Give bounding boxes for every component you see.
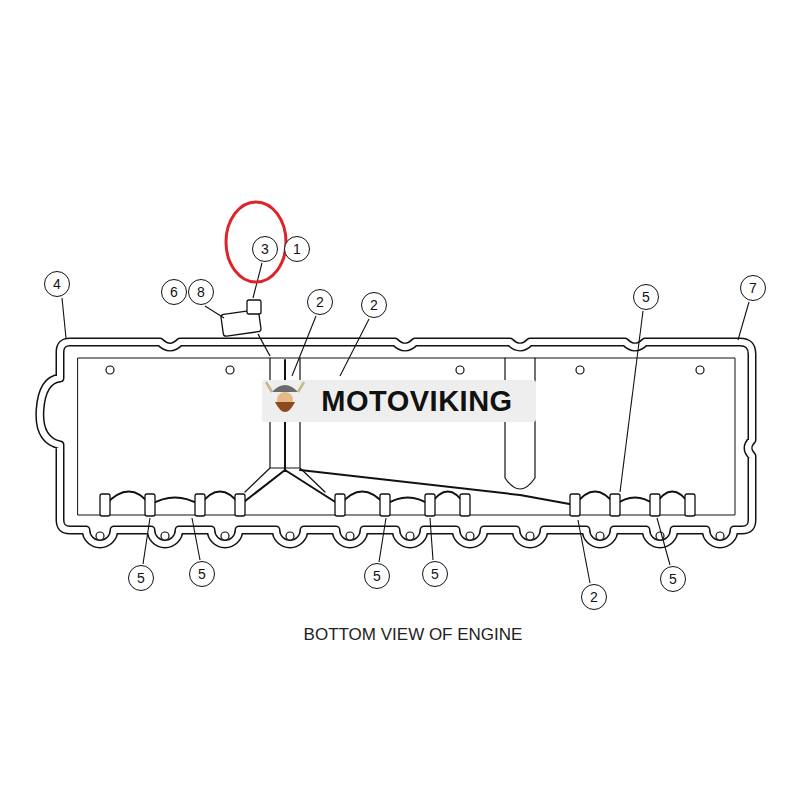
callout-circle: 8 [188,279,214,305]
injector-connector [650,494,660,516]
cover-edge [78,358,735,515]
bolt-hole [696,366,704,374]
wiring-harness [105,470,690,505]
bolt-hole [526,532,534,540]
callout-circle: 2 [361,292,387,318]
leader-line [430,518,433,560]
callout-number: 4 [53,277,61,291]
leader-line [620,311,643,492]
gasket-outline [40,342,752,544]
callout-circle: 5 [422,561,448,587]
bolt-hole [456,366,464,374]
leader-line [143,518,150,564]
injector-connector [610,494,620,516]
callout-number: 5 [137,571,145,585]
leader-line [62,298,66,338]
leader-line [657,518,670,565]
bolt-hole [161,532,169,540]
watermark-patch [262,380,536,422]
injector-connector [425,494,435,516]
bolt-hole [406,532,414,540]
leader-line [379,518,386,562]
callout-circle: 5 [364,563,390,589]
callout-circle: 5 [633,284,659,310]
watermark-text: MOTOVIKING [317,383,516,420]
callout-number: 5 [431,567,439,581]
injector-connector [145,494,155,516]
callout-number: 7 [749,281,757,295]
callout-number: 2 [316,295,324,309]
callout-circle: 5 [660,566,686,592]
viking-beard [275,402,295,412]
injector-connector [335,494,345,516]
leader-line [578,520,590,583]
bolt-hole [346,532,354,540]
callout-circle: 4 [44,271,70,297]
callout-number: 2 [370,298,378,312]
highlight-circle [226,202,286,282]
caption: BOTTOM VIEW OF ENGINE [304,625,523,645]
injector-connector [195,494,205,516]
bolt-hole [286,532,294,540]
callout-number: 2 [590,590,598,604]
callout-circle: 2 [581,584,607,610]
callout-circle: 5 [128,565,154,591]
callout-circle: 2 [307,289,333,315]
bolt-hole [96,532,104,540]
callout-circle: 3 [252,236,278,262]
viking-helmet [272,385,298,392]
bolt-hole [226,366,234,374]
callout-number: 5 [642,290,650,304]
callout-number: 5 [373,569,381,583]
injector-connector [100,494,110,516]
callout-number: 5 [198,567,206,581]
callout-number: 6 [170,285,178,299]
sensor-lead [258,334,270,356]
sensor-cap [247,300,261,314]
gasket-inner [40,342,752,544]
callout-circle: 6 [161,279,187,305]
leader-line [192,518,200,560]
callout-number: 8 [197,285,205,299]
callout-circle: 7 [740,275,766,301]
leader-line [292,316,316,376]
bolt-hole [716,532,724,540]
bolt-hole [221,532,229,540]
bolt-hole [466,532,474,540]
callout-number: 5 [669,572,677,586]
viking-horns [266,382,304,392]
callout-number: 1 [293,242,301,256]
injector-connector [460,494,470,516]
leader-line [738,302,749,340]
bolt-hole [106,366,114,374]
callout-number: 3 [261,242,269,256]
leader-line [340,319,369,376]
viking-icon [266,382,304,412]
bolt-hole [576,366,584,374]
injector-connector [380,494,390,516]
injector-connector [570,494,580,516]
injector-connector [235,494,245,516]
callout-circle: 1 [284,236,310,262]
callout-circle: 5 [189,561,215,587]
leader-line [205,306,224,318]
injector-connector [685,494,695,516]
bolt-hole [596,532,604,540]
